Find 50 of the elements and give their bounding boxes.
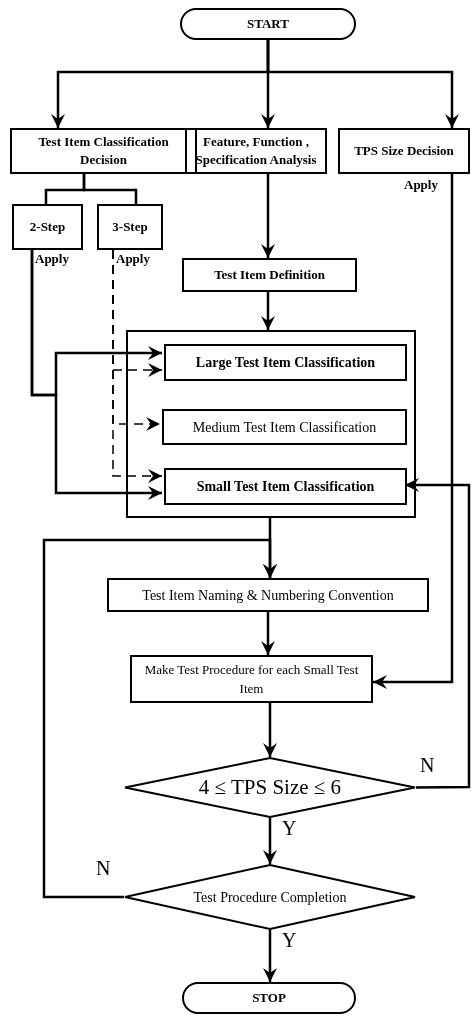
process-box (338, 128, 470, 174)
node-text: Test Item Naming & Numbering Convention (141, 586, 395, 605)
process-box (107, 578, 429, 612)
edge-label: Y (282, 818, 297, 838)
node-text: 2-Step (28, 218, 67, 237)
process-box (182, 258, 357, 292)
connector-arrow (42, 538, 277, 899)
process-box (12, 204, 83, 250)
process-box (10, 128, 197, 174)
connector-arrow (405, 478, 471, 789)
process-box (162, 409, 407, 445)
process-box (164, 344, 407, 381)
node-text: Feature, Function , Specification Analysis (194, 133, 318, 169)
connector-arrow (263, 703, 277, 757)
node-text: 3-Step (111, 218, 149, 237)
process-box (97, 204, 163, 250)
connector-arrow (266, 40, 459, 128)
node-text: Test Item Classification Decision (37, 133, 170, 169)
node-text: Large Test Item Classification (194, 354, 377, 372)
node-text: Test Procedure Completion (192, 888, 348, 907)
terminal-box (180, 8, 356, 40)
terminal-box (182, 982, 356, 1014)
node-caption: Apply (35, 252, 69, 265)
node-caption: Apply (404, 178, 438, 191)
edge-label: N (420, 755, 435, 775)
node-text: 4 ≤ TPS Size ≤ 6 (197, 773, 343, 801)
node-text: STOP (251, 989, 287, 1008)
node-caption: Apply (116, 252, 150, 265)
connector-arrow (263, 930, 277, 982)
node-text: TPS Size Decision (353, 142, 455, 160)
node-text: Test Item Definition (213, 266, 326, 285)
node-text: Medium Test Item Classification (191, 418, 378, 437)
process-box (164, 468, 407, 505)
node-text: Small Test Item Classification (195, 478, 376, 496)
node-text: Make Test Procedure for each Small Test Item (143, 661, 360, 698)
process-box (185, 128, 327, 174)
connector-arrow (261, 612, 275, 655)
edge-label: Y (282, 930, 297, 950)
connector-arrow (261, 174, 275, 258)
group-frame (126, 330, 416, 518)
node-text: START (246, 15, 290, 34)
connector-arrow (373, 174, 454, 689)
connector-arrow (263, 818, 277, 864)
decision-diamond (124, 757, 416, 818)
edge-label: N (96, 858, 111, 878)
connector-arrow (30, 250, 162, 500)
connector-arrow (112, 249, 163, 483)
process-box (130, 655, 373, 703)
decision-diamond (124, 864, 416, 930)
connector-arrow (261, 292, 275, 330)
